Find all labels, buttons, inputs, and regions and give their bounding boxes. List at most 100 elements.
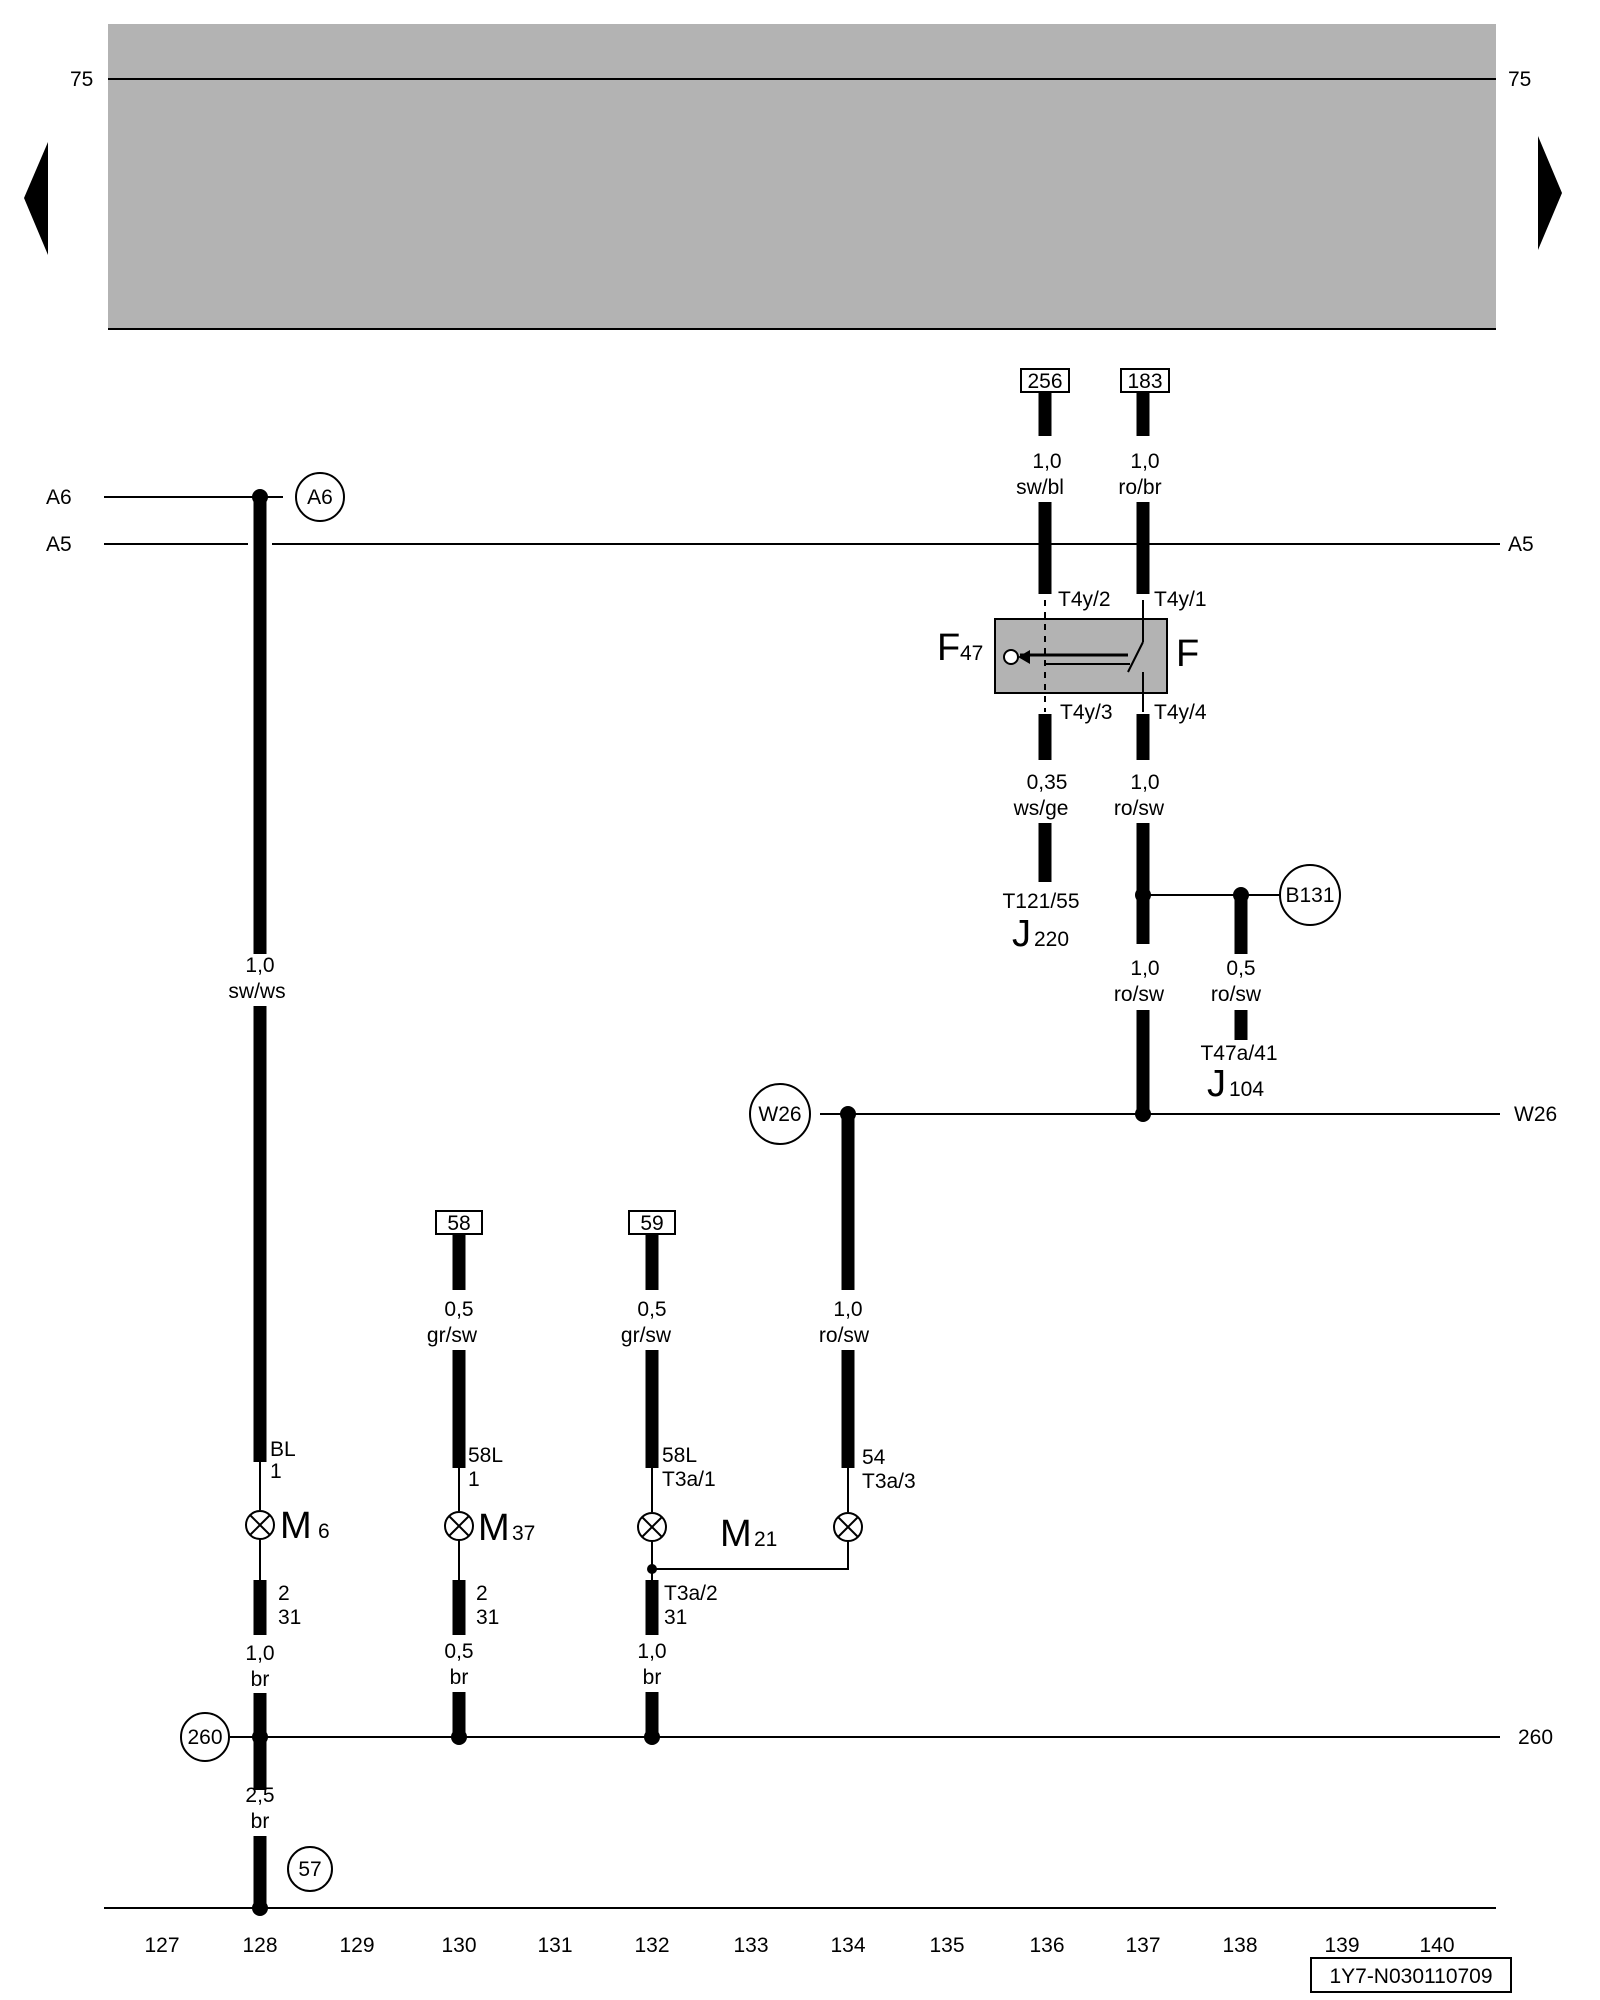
pin-t121-55: T121/55 xyxy=(1002,890,1079,913)
wire-ro-sw-b-size: 1,0 xyxy=(1130,957,1159,980)
scale-label-137: 137 xyxy=(1125,1934,1160,1957)
rail-a5-right-label: A5 xyxy=(1508,533,1534,556)
m21-right-pin-top-a: 54 xyxy=(862,1446,886,1469)
m21-pin-bot-b: 31 xyxy=(664,1606,687,1629)
rail-260-right-label: 260 xyxy=(1518,1726,1553,1749)
m6-pin-bot-b: 31 xyxy=(278,1606,301,1629)
scale-label-132: 132 xyxy=(634,1934,669,1957)
scale-label-136: 136 xyxy=(1029,1934,1064,1957)
scale-label-133: 133 xyxy=(733,1934,768,1957)
m37-label: M xyxy=(478,1507,510,1549)
m37-pin-bot-b: 31 xyxy=(476,1606,499,1629)
pin-t4y3: T4y/3 xyxy=(1060,701,1113,724)
wire-w26-branch-color: ro/sw xyxy=(819,1324,870,1347)
m6-pin-top-a: BL xyxy=(270,1438,296,1461)
scale-label-134: 134 xyxy=(830,1934,865,1957)
wire-m21-br-size: 1,0 xyxy=(637,1640,666,1663)
wire-w26-branch-size: 1,0 xyxy=(833,1298,862,1321)
junction-260-130 xyxy=(451,1729,467,1745)
j104-label: J xyxy=(1207,1063,1226,1105)
rail-260-circle xyxy=(180,1712,230,1762)
wire-ro-sw-a-color: ro/sw xyxy=(1114,797,1165,820)
m6-label: M xyxy=(280,1505,312,1547)
scale-label-129: 129 xyxy=(339,1934,374,1957)
wire-ro-sw-a-size: 1,0 xyxy=(1130,771,1159,794)
j220-label-sub: 220 xyxy=(1034,928,1069,951)
ref-58-label: 58 xyxy=(447,1212,470,1235)
m21-pin-bot-a: T3a/2 xyxy=(664,1582,718,1605)
switch-f47-label-sub: 47 xyxy=(960,642,983,665)
wire-ws-ge-color: ws/ge xyxy=(1013,797,1069,820)
doc-code: 1Y7-N030110709 xyxy=(1329,1965,1492,1988)
ground-57-circle xyxy=(287,1846,333,1892)
wire-sw-ws-size: 1,0 xyxy=(245,954,274,977)
rail-260-circle-label: 260 xyxy=(187,1726,222,1749)
rail-a6-left-label: A6 xyxy=(46,486,72,509)
pin-t47a-41: T47a/41 xyxy=(1200,1042,1277,1065)
wire-m6-br-size: 1,0 xyxy=(245,1642,274,1665)
m21-left-lamp-cross-b xyxy=(641,1516,663,1538)
wire-gnd-size: 2,5 xyxy=(245,1784,274,1807)
ref-256-label: 256 xyxy=(1027,370,1062,393)
wire-58-size: 0,5 xyxy=(444,1298,473,1321)
m37-pin-top-a: 58L xyxy=(468,1444,503,1467)
m21-label-sub: 21 xyxy=(754,1528,777,1551)
m37-pin-top-b: 1 xyxy=(468,1468,480,1491)
wire-m37-br-size: 0,5 xyxy=(444,1640,473,1663)
wire-sw-ws-color: sw/ws xyxy=(228,980,285,1003)
ref-183-label: 183 xyxy=(1127,370,1162,393)
m37-label-sub: 37 xyxy=(512,1522,535,1545)
junction-w26-137 xyxy=(1135,1106,1151,1122)
switch-f-contact-lever xyxy=(1127,641,1144,673)
m21-right-pin-top-b: T3a/3 xyxy=(862,1470,916,1493)
rail-w26-right-label: W26 xyxy=(1514,1103,1557,1126)
wire-183-color: ro/br xyxy=(1118,476,1161,499)
scale-label-135: 135 xyxy=(929,1934,964,1957)
switch-f-label: F xyxy=(1176,633,1199,675)
junction-ground xyxy=(252,1900,268,1916)
triangle-right-icon[interactable] xyxy=(1538,136,1562,250)
scale-label-131: 131 xyxy=(537,1934,572,1957)
b131-circle xyxy=(1279,864,1341,926)
m37-lamp-cross-b xyxy=(448,1515,470,1537)
doc-code-box xyxy=(1310,1957,1512,1993)
wire-gnd-color: br xyxy=(251,1810,270,1833)
header-left-label: 75 xyxy=(70,68,93,91)
switch-f47-label: F xyxy=(937,627,960,669)
header-band xyxy=(108,24,1496,329)
b131-label: B131 xyxy=(1285,884,1334,907)
m21-right-lamp-cross-b xyxy=(837,1516,859,1538)
m21-common-return xyxy=(652,1541,849,1570)
triangle-left-icon[interactable] xyxy=(24,142,48,255)
wire-b131-size: 0,5 xyxy=(1226,957,1255,980)
wire-b131-color: ro/sw xyxy=(1211,983,1262,1006)
m37-pin-bot-a: 2 xyxy=(476,1582,488,1605)
m6-lamp-cross-b xyxy=(249,1514,271,1536)
wire-m21-br-color: br xyxy=(643,1666,662,1689)
j104-label-sub: 104 xyxy=(1229,1078,1264,1101)
scale-label-130: 130 xyxy=(441,1934,476,1957)
wire-ro-sw-b-color: ro/sw xyxy=(1114,983,1165,1006)
wire-256-size: 1,0 xyxy=(1032,450,1061,473)
junction-m21-common xyxy=(647,1564,657,1574)
ref-59-label: 59 xyxy=(640,1212,663,1235)
pin-t4y2: T4y/2 xyxy=(1058,588,1111,611)
wire-ws-ge-size: 0,35 xyxy=(1027,771,1068,794)
junction-260-132 xyxy=(644,1729,660,1745)
wire-m6-br-color: br xyxy=(251,1668,270,1691)
wire-58-color: gr/sw xyxy=(427,1324,478,1347)
m21-left-pin-top-b: T3a/1 xyxy=(662,1468,716,1491)
rail-w26-circle xyxy=(749,1083,811,1145)
wire-256-color: sw/bl xyxy=(1016,476,1064,499)
junction-a6 xyxy=(252,489,268,505)
m6-label-sub: 6 xyxy=(318,1520,330,1543)
switch-actuator-knob-icon xyxy=(1003,649,1019,665)
m6-pin-bot-a: 2 xyxy=(278,1582,290,1605)
rail-w26-circle-label: W26 xyxy=(758,1103,801,1126)
wire-183-size: 1,0 xyxy=(1130,450,1159,473)
rail-a6-circle-label: A6 xyxy=(307,486,333,509)
pin-t4y4: T4y/4 xyxy=(1154,701,1207,724)
m6-pin-top-b: 1 xyxy=(270,1460,282,1483)
